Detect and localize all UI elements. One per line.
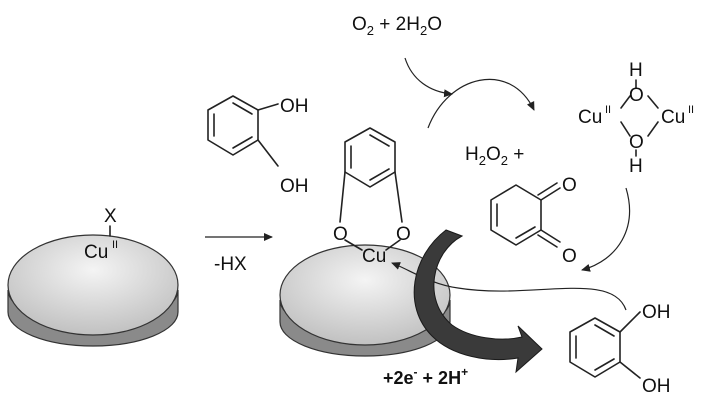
catalyst-disk-left (7, 234, 179, 347)
catechol-top-structure (207, 95, 279, 167)
o2-incoming-arrow (404, 57, 453, 98)
dicopper-cu-right: Cu (661, 107, 685, 128)
hydrogen-peroxide-label: H2O2 + (465, 144, 524, 168)
hydroxo-h-top: H (629, 60, 643, 81)
complex-cu-label: Cu (362, 246, 386, 267)
hydroxo-h-bottom: H (629, 156, 643, 177)
hydroxo-o-bottom: O (629, 132, 644, 153)
catechol-top-oh2: OH (280, 176, 309, 197)
hydroxo-o-top: O (629, 85, 644, 106)
dicopper-cu-left-ox: II (605, 104, 611, 116)
electrons-protons-label: +2e- + 2H+ (383, 365, 468, 388)
catechol-bottom-oh1: OH (642, 302, 671, 323)
cu-left-oxidation: II (112, 239, 118, 251)
minus-hx-label: -HX (214, 254, 247, 275)
electron-transfer-big-arrow (413, 229, 543, 374)
cu-left-label: Cu (84, 242, 108, 263)
dicopper-hydroxo-complex (620, 79, 659, 157)
x-ligand-label: X (104, 206, 117, 227)
return-arrow-to-cu (391, 262, 627, 311)
top-curved-arrow (427, 78, 535, 129)
complex-o-right: O (396, 224, 411, 245)
ortho-quinone-structure (490, 182, 561, 248)
complex-o-left: O (333, 224, 348, 245)
oxygen-water-label: O2 + 2H2O (352, 14, 442, 38)
quinone-o-top: O (562, 175, 577, 196)
catechol-top-oh1: OH (280, 96, 309, 117)
dicopper-cu-left: Cu (578, 107, 602, 128)
catechol-bottom-structure (569, 311, 641, 379)
catecholate-cu-complex (339, 127, 403, 251)
catechol-bottom-oh2: OH (642, 376, 671, 397)
right-descending-arrow (581, 187, 631, 272)
dicopper-cu-right-ox: II (688, 104, 694, 116)
quinone-o-bottom: O (562, 246, 577, 267)
